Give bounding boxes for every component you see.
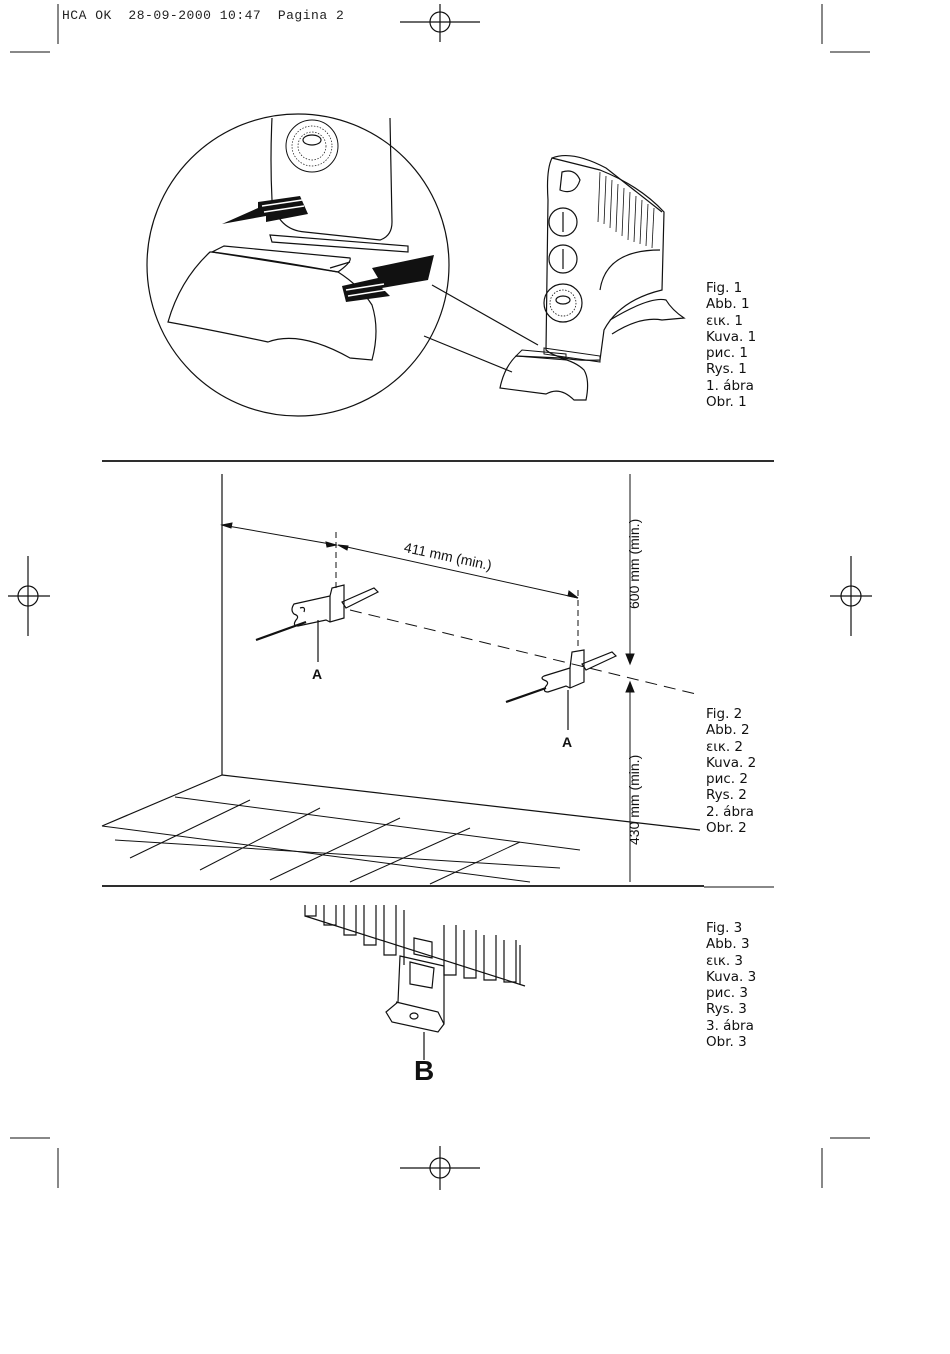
registration-target-top	[400, 4, 480, 42]
caption-line: Fig. 3	[706, 920, 743, 936]
caption-line: Abb. 3	[706, 936, 750, 953]
caption-line: Kuva. 2	[706, 754, 757, 771]
fig1-arrow-stripes	[261, 199, 387, 297]
caption-line: рис. 2	[706, 771, 748, 788]
fig1-zoom-heater-body	[269, 117, 409, 253]
caption-line: εικ. 1	[706, 312, 743, 329]
caption-line: Fig. 2	[706, 706, 743, 722]
caption-line: Obr. 3	[706, 1034, 747, 1051]
caption-line: Obr. 1	[706, 394, 747, 411]
fig1-arrow-in	[342, 255, 434, 302]
caption-line: εικ. 2	[706, 738, 743, 755]
print-header: HCA OK 28-09-2000 10:47 Pagina 2	[62, 8, 345, 23]
dimension-label-430: 430 mm (min.)	[626, 754, 642, 845]
caption-line: Abb. 1	[706, 296, 750, 313]
caption-line: 3. ábra	[706, 1017, 754, 1034]
fig1-heater	[543, 155, 686, 363]
caption-line: Abb. 2	[706, 722, 750, 739]
fig1-detached-foot	[499, 349, 589, 401]
registration-target-right	[830, 556, 872, 636]
caption-line: Rys. 3	[706, 1001, 747, 1018]
registration-target-bottom	[400, 1146, 480, 1190]
fig1-caption: Fig. 1 Abb. 1 εικ. 1 Kuva. 1 рис. 1 Rys.…	[706, 280, 756, 410]
fig1-zoom-circle	[146, 113, 539, 417]
caption-line: рис. 1	[706, 345, 748, 362]
fig2-caption: Fig. 2 Abb. 2 εικ. 2 Kuva. 2 рис. 2 Rys.…	[706, 706, 756, 836]
caption-line: 1. ábra	[706, 377, 754, 394]
caption-line: Fig. 1	[706, 280, 743, 296]
caption-line: Kuva. 3	[706, 968, 757, 985]
caption-line: Obr. 2	[706, 820, 747, 837]
crop-marks	[10, 4, 870, 1188]
fig1-arrow-out	[222, 196, 308, 224]
fig2-bracket-left	[255, 584, 380, 662]
caption-line: 2. ábra	[706, 803, 754, 820]
bracket-label-b: B	[414, 1055, 435, 1086]
fig2-bracket-right	[505, 649, 618, 730]
fig2-floor-tiles	[101, 796, 581, 885]
dimension-label-600: 600 mm (min.)	[626, 518, 642, 609]
fig3-caption: Fig. 3 Abb. 3 εικ. 3 Kuva. 3 рис. 3 Rys.…	[706, 920, 756, 1050]
caption-line: Kuva. 1	[706, 328, 757, 345]
caption-line: Rys. 2	[706, 787, 747, 804]
fig1-zoom-foot	[167, 245, 377, 361]
fig2-wall-corner	[101, 474, 701, 831]
caption-line: εικ. 3	[706, 952, 743, 969]
fig3-bracket-b	[385, 937, 445, 1060]
bracket-label-a-left: A	[312, 666, 323, 682]
fig3-radiator-fins	[304, 905, 526, 987]
fig2-dimension-lines	[220, 474, 701, 882]
bracket-label-a-right: A	[562, 734, 573, 750]
registration-target-left	[8, 556, 50, 636]
caption-line: Rys. 1	[706, 361, 747, 378]
caption-line: рис. 3	[706, 985, 748, 1002]
